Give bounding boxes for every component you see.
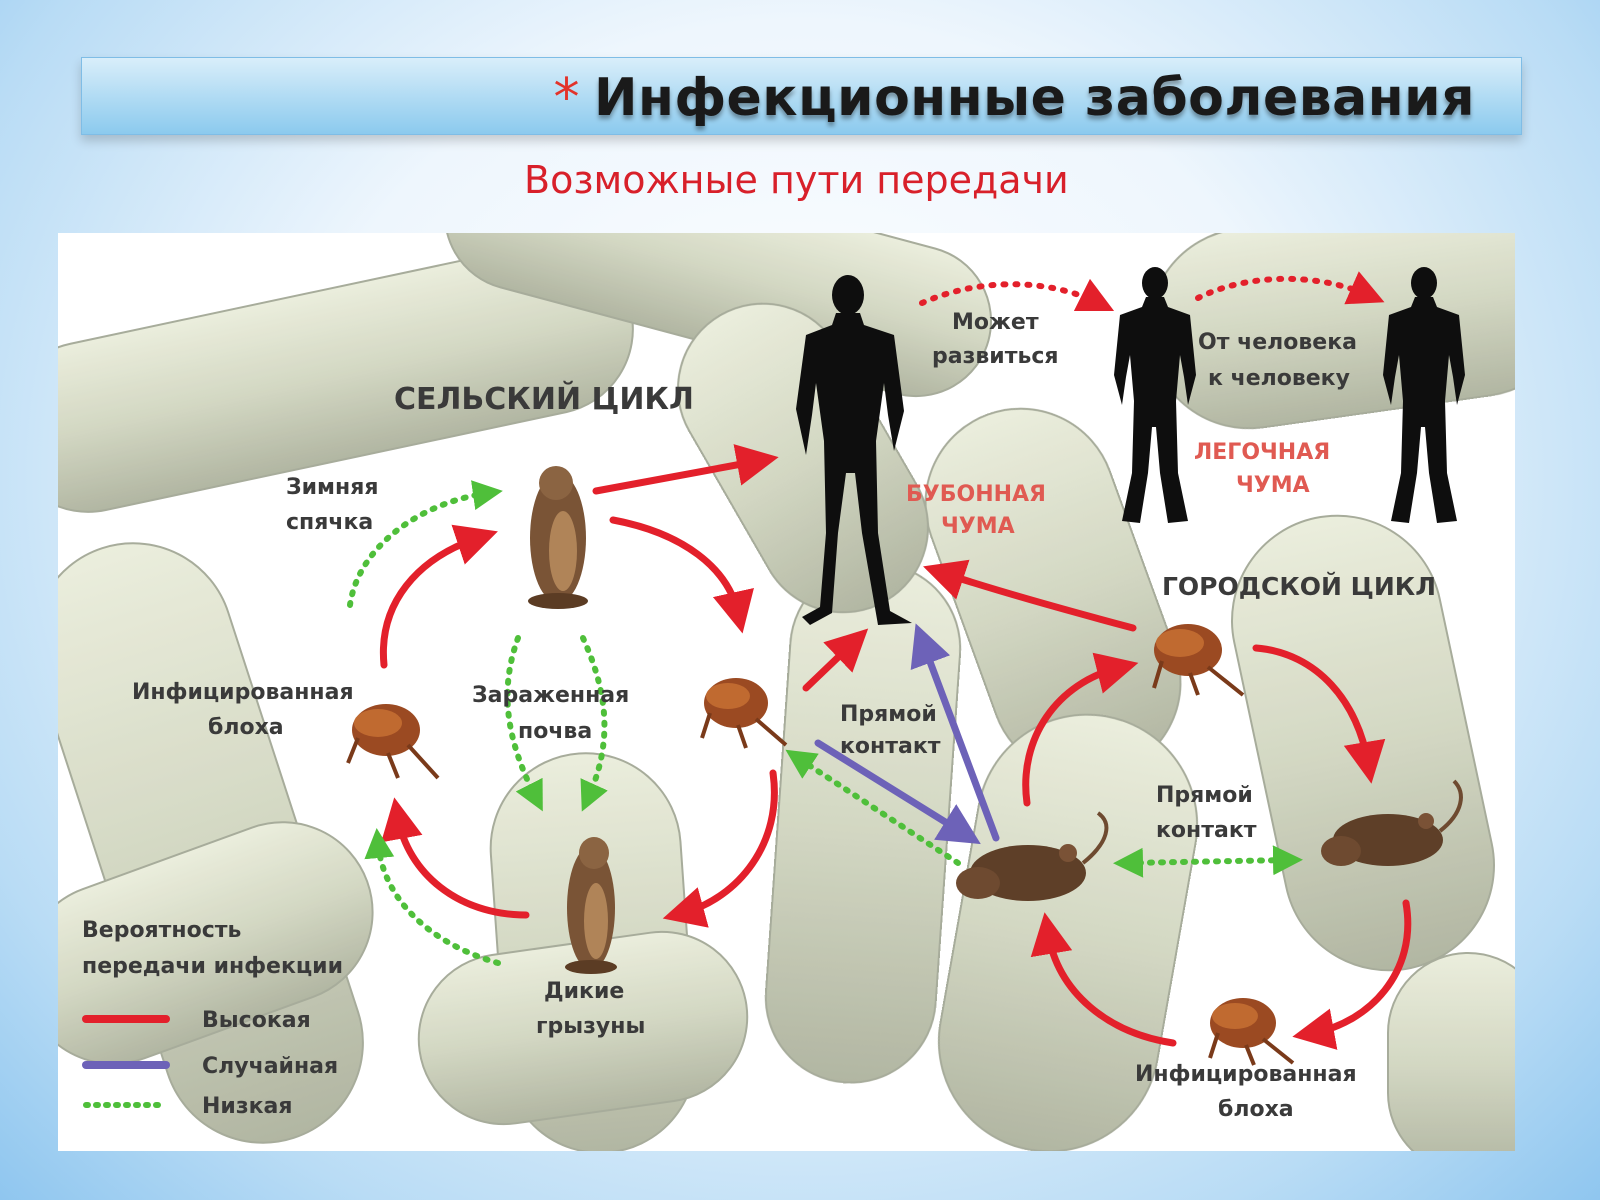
flea-icon-urban-bottom — [1208, 998, 1295, 1066]
flea-icon-left — [346, 704, 440, 780]
pneumonic-plague-label-1: ЛЕГОЧНАЯ — [1194, 440, 1330, 465]
bubonic-plague-label-2: ЧУМА — [941, 514, 1015, 539]
wild-rodents-label-1: Дикие — [544, 979, 624, 1004]
human-figure-2 — [1114, 267, 1196, 523]
diagram-panel: СЕЛЬСКИЙ ЦИКЛ ГОРОДСКОЙ ЦИКЛ Зимняя спяч… — [58, 233, 1515, 1151]
urban-contact-label-2: контакт — [1156, 818, 1257, 843]
direct-contact-label-2: контакт — [840, 734, 941, 759]
urban-cycle-label: ГОРОДСКОЙ ЦИКЛ — [1162, 572, 1436, 601]
human-figure-3 — [1383, 267, 1465, 523]
marmot-icon-bottom — [565, 837, 617, 974]
urban-flea-label-2: блоха — [1218, 1097, 1294, 1122]
hibernation-label-1: Зимняя — [286, 475, 378, 500]
legend-title-1: Вероятность — [82, 918, 241, 943]
bacteria-background — [58, 233, 1515, 1151]
hibernation-label-2: спячка — [286, 510, 373, 535]
page-title-text: Инфекционные заболевания — [594, 68, 1475, 128]
human-figure-1 — [796, 275, 912, 625]
urban-contact-label-1: Прямой — [1156, 783, 1253, 808]
infected-flea-label-1: Инфицированная — [132, 680, 354, 705]
human-to-human-label-2: к человеку — [1208, 366, 1350, 391]
title-bar — [81, 57, 1522, 135]
direct-contact-label-1: Прямой — [840, 702, 937, 727]
infected-flea-label-2: блоха — [208, 715, 284, 740]
arrows-high-dotted — [919, 271, 1385, 312]
legend-low-label: Низкая — [202, 1094, 293, 1119]
contaminated-soil-label-2: почва — [518, 719, 592, 744]
bubonic-plague-label-1: БУБОННАЯ — [906, 482, 1046, 507]
page-subtitle: Возможные пути передачи — [524, 158, 1069, 202]
urban-flea-label-1: Инфицированная — [1135, 1062, 1357, 1087]
may-develop-label-1: Может — [952, 310, 1039, 335]
rat-icon-right — [1321, 779, 1463, 866]
wild-rodents-label-2: грызуны — [536, 1014, 645, 1039]
may-develop-label-2: развиться — [932, 344, 1059, 369]
arrows-low — [347, 480, 1303, 966]
legend-random-label: Случайная — [202, 1054, 338, 1079]
legend-swatches — [82, 1015, 170, 1108]
page-title: *Инфекционные заболевания — [554, 68, 1476, 128]
arrows-high — [379, 444, 1412, 1050]
legend-high-label: Высокая — [202, 1008, 311, 1033]
contaminated-soil-label-1: Зараженная — [472, 683, 629, 708]
legend-title-2: передачи инфекции — [82, 954, 343, 979]
flea-icon-urban-top — [1152, 624, 1245, 697]
rural-cycle-label: СЕЛЬСКИЙ ЦИКЛ — [394, 381, 694, 417]
flea-icon-center — [700, 678, 788, 749]
title-star: * — [553, 68, 580, 128]
marmot-icon-top — [528, 466, 588, 609]
transmission-diagram: СЕЛЬСКИЙ ЦИКЛ ГОРОДСКОЙ ЦИКЛ Зимняя спяч… — [58, 233, 1515, 1151]
human-to-human-label-1: От человека — [1198, 330, 1357, 355]
rat-icon-left — [956, 811, 1109, 901]
arrows-random — [814, 623, 1000, 845]
pneumonic-plague-label-2: ЧУМА — [1236, 473, 1310, 498]
